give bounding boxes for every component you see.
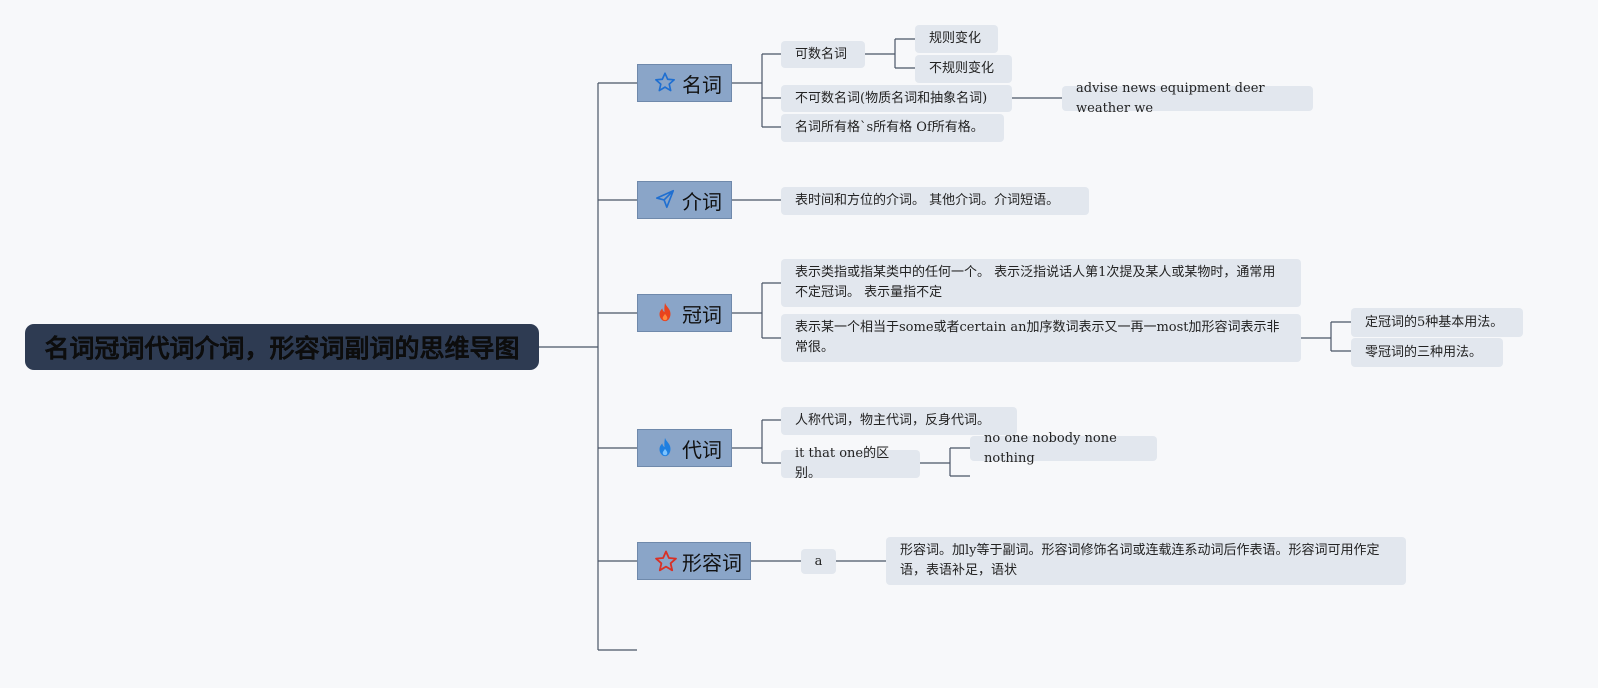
category-label: 名词 (682, 72, 722, 97)
star-red-outline-icon (654, 549, 678, 573)
leaf-regular-change[interactable]: 规则变化 (915, 25, 998, 53)
leaf-preposition-types[interactable]: 表时间和方位的介词。 其他介词。介词短语。 (781, 187, 1089, 215)
leaf-definite-article-usage[interactable]: 定冠词的5种基本用法。 (1351, 308, 1523, 337)
category-pronoun[interactable]: 代词 (637, 429, 732, 467)
category-preposition[interactable]: 介词 (637, 181, 732, 219)
leaf-noun-possessive[interactable]: 名词所有格`s所有格 Of所有格。 (781, 114, 1004, 142)
leaf-definite-article[interactable]: 表示某一个相当于some或者certain an加序数词表示又一再一most加形… (781, 314, 1301, 362)
paper-plane-icon (654, 188, 678, 212)
category-adjective[interactable]: 形容词 (637, 542, 751, 580)
star-outline-icon (654, 71, 678, 95)
leaf-irregular-change[interactable]: 不规则变化 (915, 55, 1012, 83)
category-label: 介词 (682, 189, 722, 214)
leaf-zero-article-usage[interactable]: 零冠词的三种用法。 (1351, 338, 1503, 367)
leaf-indefinite-article[interactable]: 表示类指或指某类中的任何一个。 表示泛指说话人第1次提及某人或某物时，通常用不定… (781, 259, 1301, 307)
leaf-it-that-one[interactable]: it that one的区别。 (781, 446, 920, 481)
category-noun[interactable]: 名词 (637, 64, 732, 102)
leaf-countable-noun[interactable]: 可数名词 (781, 41, 865, 68)
root-topic[interactable]: 名词冠词代词介词，形容词副词的思维导图 (25, 324, 539, 370)
leaf-no-one-nobody[interactable]: no one nobody none nothing (970, 431, 1157, 466)
category-label: 形容词 (682, 550, 742, 575)
leaf-uncountable-examples[interactable]: advise news equipment deer weather we (1062, 81, 1313, 116)
leaf-uncountable-noun[interactable]: 不可数名词(物质名词和抽象名词) (781, 85, 1012, 112)
category-label: 代词 (682, 437, 722, 462)
fire-blue-icon (654, 436, 678, 460)
category-label: 冠词 (682, 302, 722, 327)
leaf-adjective-description[interactable]: 形容词。加ly等于副词。形容词修饰名词或连载连系动词后作表语。形容词可用作定语，… (886, 537, 1406, 585)
fire-red-icon (654, 301, 678, 325)
leaf-adjective-a[interactable]: a (801, 549, 836, 574)
leaf-personal-pronoun[interactable]: 人称代词，物主代词，反身代词。 (781, 407, 1017, 435)
root-title: 名词冠词代词介词，形容词副词的思维导图 (44, 334, 520, 363)
category-article[interactable]: 冠词 (637, 294, 732, 332)
